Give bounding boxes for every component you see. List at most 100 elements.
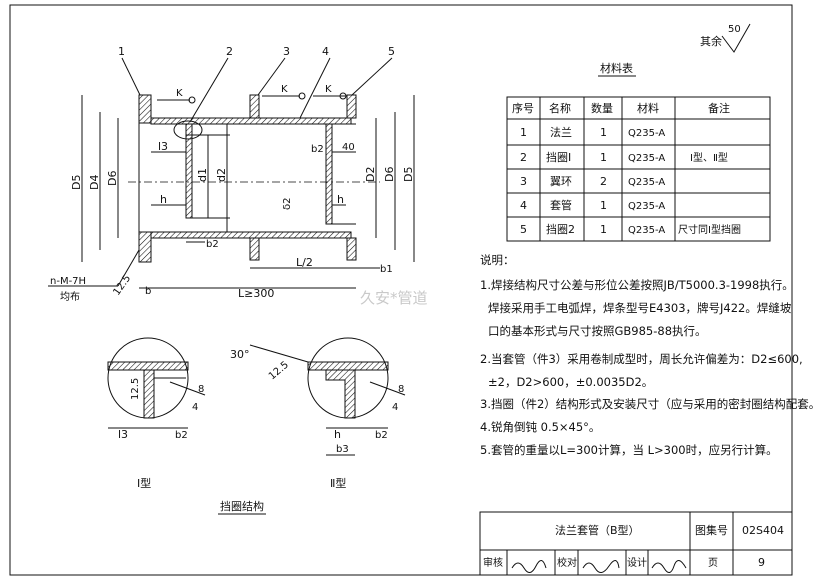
table-cell: 5 [520,223,527,236]
retaining-ring-1 [185,123,193,219]
roughness-label: 其余 [700,34,722,48]
svg-text:30°: 30° [230,348,250,361]
note-line: 4.锐角倒钝 0.5×45°。 [480,420,601,434]
note-line: 5.套管的重量以L=300计算，当 L>300时，应另行计算。 [480,443,778,457]
drawing-sheet: 其余 50 1 2 3 4 5 [9,4,793,576]
svg-text:12.5: 12.5 [267,360,291,383]
table-cell: 1 [600,199,607,212]
table-cell: 挡圈Ⅰ [546,150,571,164]
dim-40: 40 [342,142,355,153]
detail-type-2: 30° 12.5 8 4 h b2 b3 Ⅱ型 [230,337,406,490]
svg-text:h: h [334,428,341,441]
dim-d2: d2 [215,168,228,182]
callout-2: 2 [226,45,233,58]
drawing-title: 法兰套管（B型） [555,523,640,537]
table-cell: Q235-A [628,153,665,164]
dim-L: L≥300 [238,287,274,300]
dim-D5-right: D5 [402,167,415,182]
svg-text:4: 4 [392,402,398,413]
table-header: 序号 [512,101,534,115]
svg-text:K: K [176,88,183,99]
note-line: 焊接采用手工电弧焊，焊条型号E4303，牌号J422。焊缝坡 [488,301,792,315]
callout-4: 4 [322,45,329,58]
dim-h: h [160,193,167,206]
page-label: 页 [708,557,718,569]
wing-ring-bottom [249,237,260,261]
atlas-number: 02S404 [742,524,784,537]
table-cell: 尺寸同Ⅰ型挡圈 [678,223,741,236]
svg-text:4: 4 [192,402,198,413]
dim-b: b [145,286,151,297]
table-header: 名称 [549,101,571,115]
table-cell: 2 [600,175,607,188]
note-line: 3.挡圈（件2）结构形式及安装尺寸（应与采用的密封圈结构配套。 [480,397,820,411]
callout-3: 3 [283,45,290,58]
dim-b2-bottom: b2 [206,239,219,250]
svg-text:l3: l3 [118,428,128,441]
review-label: 审核 [483,556,503,569]
signature-check [582,560,620,573]
note-line: ±2，D2>600，±0.0035D2。 [488,375,654,389]
table-cell: Q235-A [628,201,665,212]
dim-D5-left: D5 [70,175,83,190]
table-cell: 1 [600,126,607,139]
table-cell: 4 [520,199,527,212]
table-cell: 套管 [550,198,572,212]
detail-type-2-label: Ⅱ型 [330,476,346,490]
main-section-view: 1 2 3 4 5 K K K D5 D4 D6 d1 d2 [48,45,415,303]
thread-note: n-M-7H [50,276,86,287]
roughness-value: 50 [728,24,741,35]
dim-D6-left: D6 [106,171,119,186]
table-cell: 1 [520,126,527,139]
wing-ring-right-top [346,94,357,119]
table-cell: Ⅰ型、Ⅱ型 [690,151,728,164]
notes-heading: 说明： [480,253,515,267]
materials-table: 序号 名称 数量 材料 备注 1 法兰 1 Q235-A 2 挡圈Ⅰ 1 Q23… [506,96,771,242]
wing-ring-top [249,94,260,119]
wing-ring-right-bottom [346,237,357,261]
flange-top [138,94,152,124]
table-cell: Q235-A [628,128,665,139]
sleeve-top-wall [150,117,352,125]
dim-h-right: h [337,193,344,206]
detail-type-1-label: Ⅰ型 [137,476,151,490]
note-line: 2.当套管（件3）采用卷制成型时，周长允许偏差为：D2≤600, [480,352,803,366]
page-number: 9 [758,556,765,569]
sheet-border [9,4,793,576]
retaining-ring-2 [325,123,333,225]
check-label: 校对 [557,556,577,569]
dim-b1: b1 [380,264,393,275]
dim-L-half: L/2 [296,256,313,269]
roughness-symbol [721,23,751,53]
svg-text:b3: b3 [336,444,349,455]
dim-D6-right: D6 [383,167,396,182]
materials-title: 材料表 [600,61,633,75]
dim-b2-top: b2 [311,144,324,155]
dim-12-5-main: 12.5 [111,273,133,298]
note-line: 口的基本形式与尺寸按照GB985-88执行。 [488,324,707,338]
flange-bottom [138,231,152,263]
callout-5: 5 [388,45,395,58]
svg-text:b2: b2 [175,430,188,441]
table-cell: Q235-A [628,225,665,236]
detail-type-1: 12.5 8 4 l3 b2 Ⅰ型 [107,337,206,490]
dim-d1: d1 [196,168,209,182]
table-cell: 3 [520,175,527,188]
sleeve-bottom-wall [150,231,352,239]
dim-l3: l3 [158,140,168,153]
thread-note-uniform: 均布 [60,291,80,303]
table-cell: 2 [520,151,527,164]
design-label: 设计 [627,556,647,569]
detail-circle [173,120,203,140]
table-header: 数量 [591,102,613,115]
table-header: 备注 [708,101,730,115]
table-cell: Q235-A [628,177,665,188]
svg-text:K: K [325,84,332,95]
dim-delta2: δ2 [282,198,293,210]
title-block: 法兰套管（B型） 图集号 02S404 审核 校对 设计 页 9 [479,511,793,576]
table-header: 材料 [637,101,659,115]
weld-symbol-1: K [157,88,196,104]
table-cell: 1 [600,223,607,236]
weld-symbol-3: K [313,84,347,100]
svg-text:8: 8 [398,384,404,395]
